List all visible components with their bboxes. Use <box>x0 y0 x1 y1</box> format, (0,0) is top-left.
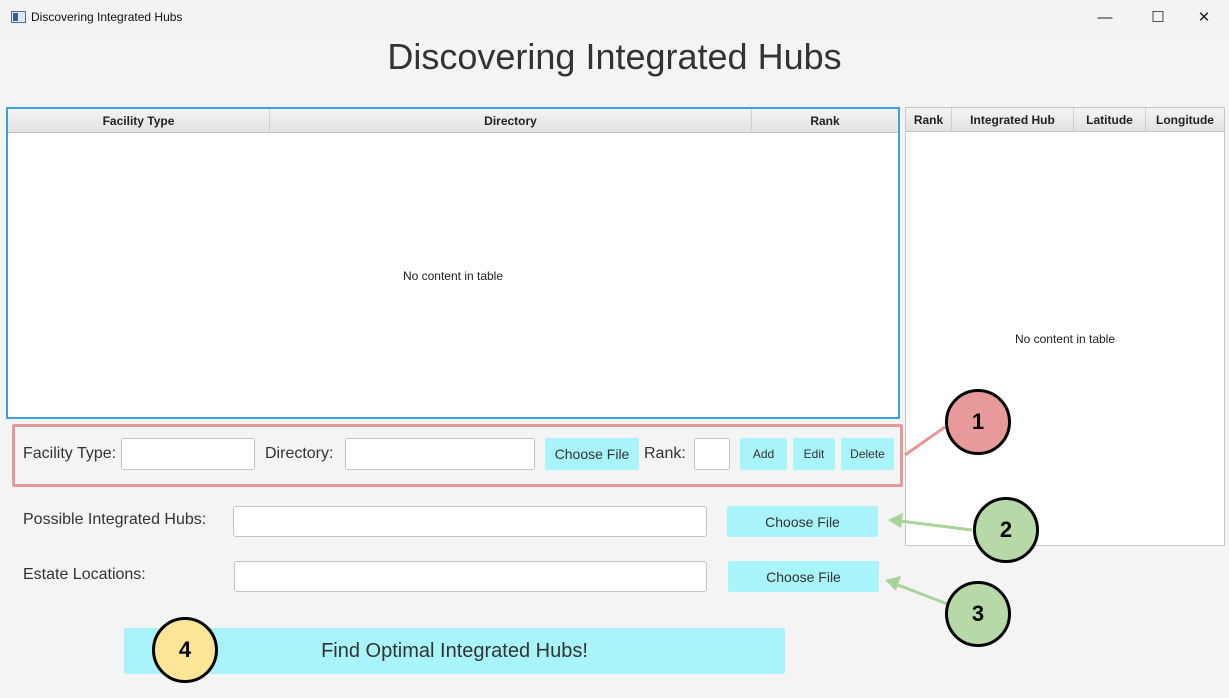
callout-4-badge: 4 <box>152 617 218 683</box>
column-header-rank[interactable]: Rank <box>810 114 840 128</box>
column-header-longitude[interactable]: Longitude <box>1156 113 1214 127</box>
callout-2-arrow-line <box>899 519 973 532</box>
facility-type-input[interactable] <box>121 438 255 470</box>
facility-form-highlight <box>12 424 903 487</box>
column-header-rank[interactable]: Rank <box>906 108 952 132</box>
page-title: Discovering Integrated Hubs <box>387 36 842 77</box>
empty-table-placeholder: No content in table <box>402 269 504 283</box>
hubs-table[interactable]: Rank Integrated Hub Latitude Longitude N… <box>905 107 1225 546</box>
facility-table[interactable]: Facility Type Directory Rank No content … <box>6 107 900 419</box>
callout-2-badge: 2 <box>973 497 1039 563</box>
callout-3-arrow-line <box>897 583 951 607</box>
column-header-latitude[interactable]: Latitude <box>1074 108 1146 132</box>
window-title: Discovering Integrated Hubs <box>31 10 183 24</box>
column-header-facility-type[interactable]: Facility Type <box>8 109 270 133</box>
possible-hubs-input[interactable] <box>233 506 707 537</box>
column-header-integrated-hub[interactable]: Integrated Hub <box>952 108 1074 132</box>
estate-locations-input[interactable] <box>234 561 707 592</box>
app-icon <box>11 11 26 23</box>
edit-button[interactable]: Edit <box>793 438 835 470</box>
directory-input[interactable] <box>345 438 535 470</box>
callout-1-connector <box>904 425 946 457</box>
estate-locations-choose-file-button[interactable]: Choose File <box>728 561 879 592</box>
delete-button[interactable]: Delete <box>841 438 894 470</box>
facility-table-header: Facility Type Directory Rank <box>8 109 898 133</box>
column-header-directory[interactable]: Directory <box>270 109 752 133</box>
minimize-button[interactable]: — <box>1097 8 1113 26</box>
hubs-table-header: Rank Integrated Hub Latitude Longitude <box>906 108 1224 132</box>
rank-input[interactable] <box>694 438 730 470</box>
callout-1-badge: 1 <box>945 389 1011 455</box>
window-titlebar: Discovering Integrated Hubs — ☐ ✕ <box>0 0 1229 34</box>
empty-table-placeholder: No content in table <box>1014 332 1116 346</box>
directory-choose-file-button[interactable]: Choose File <box>545 438 639 470</box>
possible-hubs-label: Possible Integrated Hubs: <box>23 511 207 528</box>
callout-3-badge: 3 <box>945 581 1011 647</box>
close-button[interactable]: ✕ <box>1197 9 1211 26</box>
estate-locations-label: Estate Locations: <box>23 566 146 583</box>
find-optimal-hubs-button[interactable]: Find Optimal Integrated Hubs! <box>124 628 785 674</box>
callout-3-arrowhead <box>885 576 901 591</box>
possible-hubs-choose-file-button[interactable]: Choose File <box>727 506 878 537</box>
maximize-button[interactable]: ☐ <box>1151 9 1165 26</box>
callout-2-arrowhead <box>888 513 903 528</box>
add-button[interactable]: Add <box>740 438 787 470</box>
facility-type-label: Facility Type: <box>23 445 117 462</box>
directory-label: Directory: <box>265 445 334 462</box>
rank-label: Rank: <box>644 445 686 462</box>
